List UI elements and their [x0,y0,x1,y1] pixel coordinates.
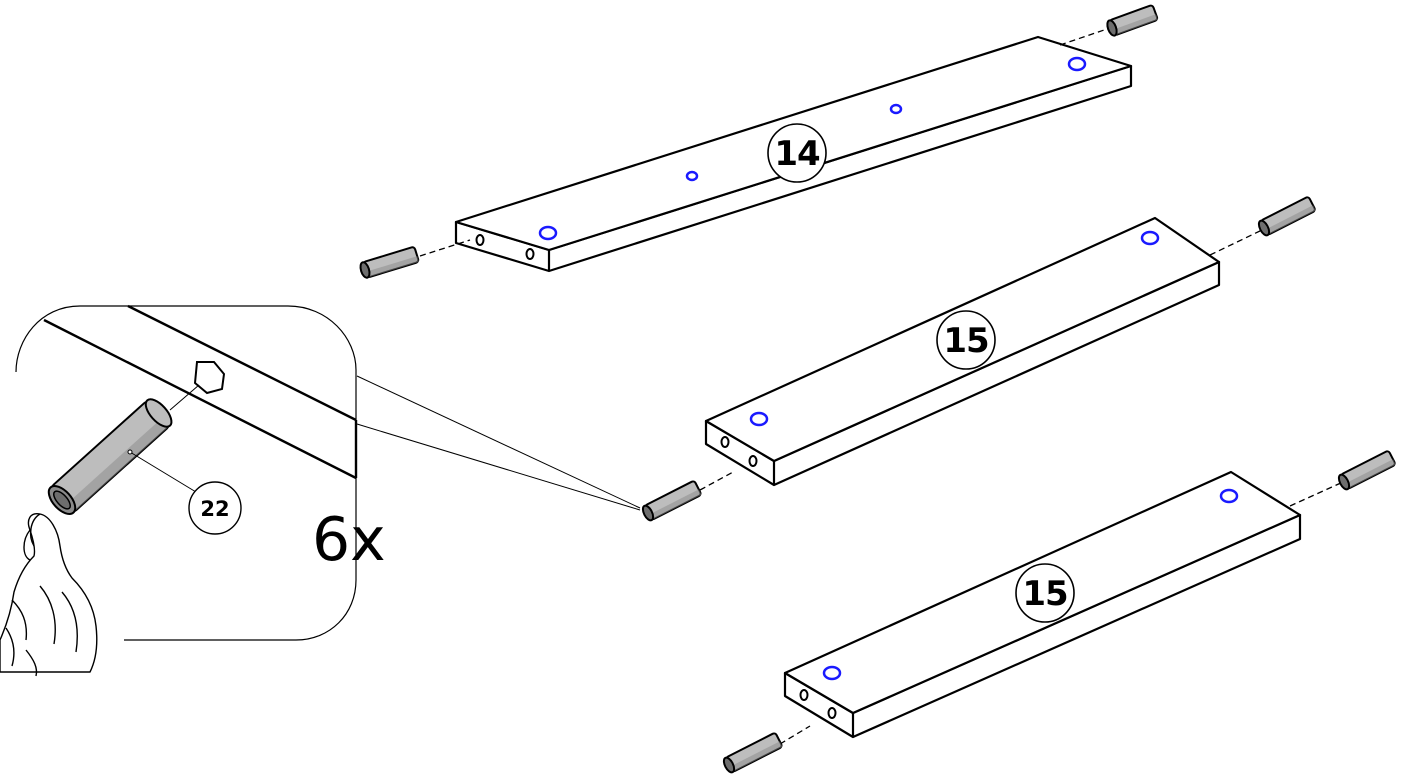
hand-icon [0,513,98,677]
part-number-15: 15 [943,321,988,361]
end-hole [799,689,809,701]
part-number-circle [767,123,827,183]
end-hole [827,707,837,719]
end-hole [720,436,730,448]
dowel-large [47,398,173,515]
part-number-circle [936,310,996,370]
screw-hole [685,170,699,182]
dowel-hole [1219,488,1239,504]
end-hole [475,234,485,246]
dowel [1106,4,1159,37]
guide-lines [419,27,1344,745]
part-number-circle [1015,563,1075,623]
hole-icon [193,361,226,395]
end-hole [525,248,535,260]
board-15-middle: 15 [704,216,1221,487]
dowel [1337,450,1396,491]
dowel-hole [1140,230,1160,246]
dowel [359,246,420,279]
callout-leader [356,375,641,511]
detail-callout: 22 6x [0,304,386,677]
dowel-hole [1067,56,1087,72]
screw-hole [889,103,903,115]
dowel-hole [749,411,769,427]
dowel [1257,196,1316,237]
part-number-22: 22 [200,497,229,521]
part-number-15: 15 [1022,574,1067,614]
dowel-hole [538,225,558,241]
board-15-bottom: 15 [783,470,1302,739]
part-number-14: 14 [774,134,820,174]
part-number-circle [188,481,242,535]
end-hole [748,455,758,467]
dowel [641,480,702,522]
quantity-label: 6x [312,505,386,575]
dowel-hole [822,665,842,681]
board-14: 14 [454,35,1133,273]
dowel [722,732,783,774]
